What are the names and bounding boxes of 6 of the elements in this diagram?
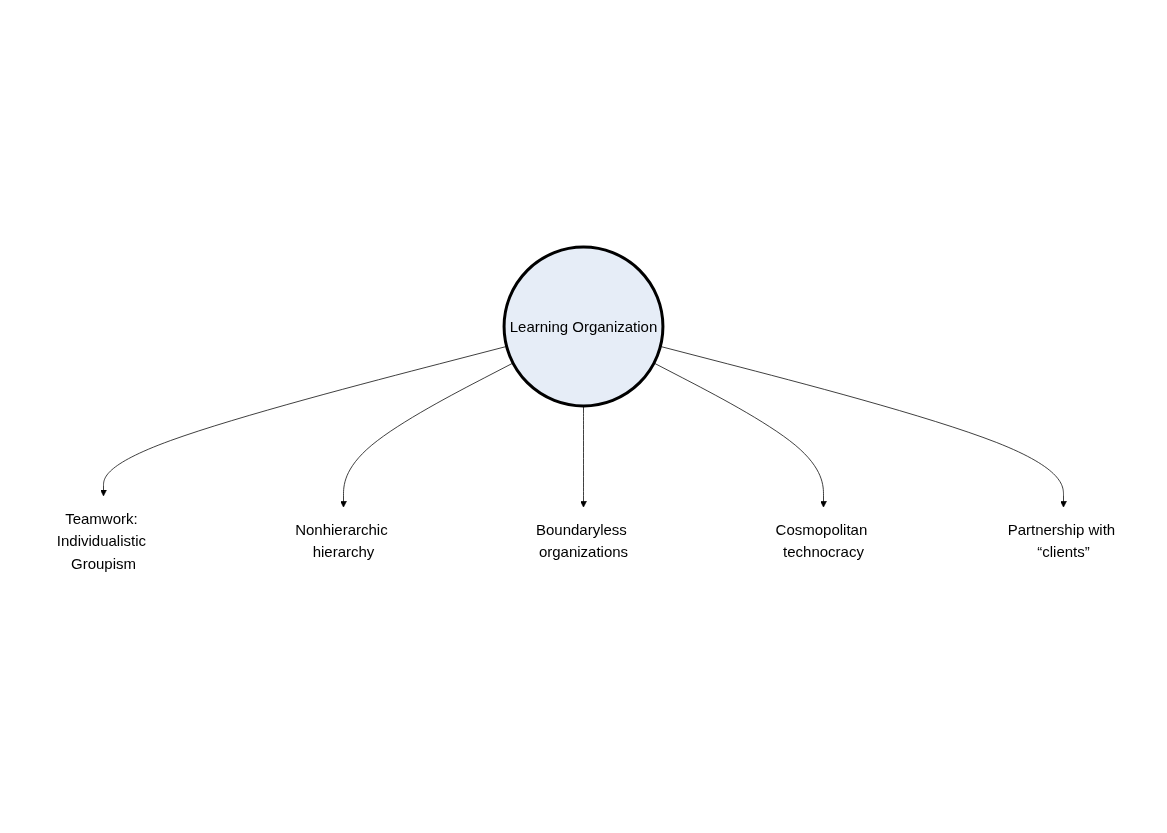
- node-circle: [502, 245, 665, 408]
- node-text: Boundaryless organizations: [535, 521, 629, 561]
- node-text: Partnership with “clients”: [1007, 521, 1116, 561]
- node-text: Cosmopolitan technocracy: [775, 521, 868, 561]
- node-text: Nonhierarchic hierarchy: [295, 521, 388, 561]
- node-text: Teamwork: Individualistic Groupism: [56, 510, 147, 572]
